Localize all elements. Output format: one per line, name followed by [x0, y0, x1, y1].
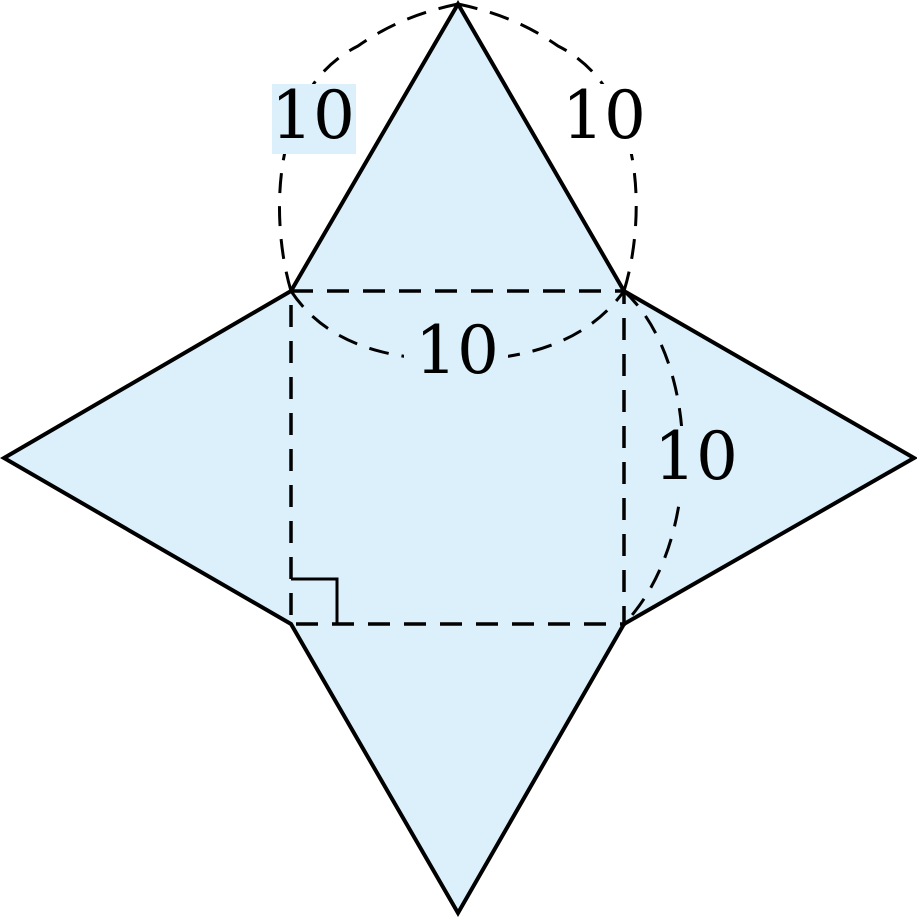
arc-top-right [457, 2, 638, 292]
square-base [289, 289, 626, 626]
label-square-top-edge: 10 [415, 312, 499, 389]
label-bg-square-top [404, 322, 508, 388]
arc-top-left [277, 2, 459, 292]
label-bg-square-right [654, 426, 738, 496]
right-angle-marker [291, 577, 339, 624]
label-top-left-edge: 10 [271, 77, 355, 154]
label-bg-top-right [563, 84, 647, 154]
arc-square-top [289, 290, 626, 362]
label-top-right-edge: 10 [562, 77, 646, 154]
label-bg-top-left [272, 84, 356, 154]
label-square-right-edge: 10 [654, 418, 738, 495]
